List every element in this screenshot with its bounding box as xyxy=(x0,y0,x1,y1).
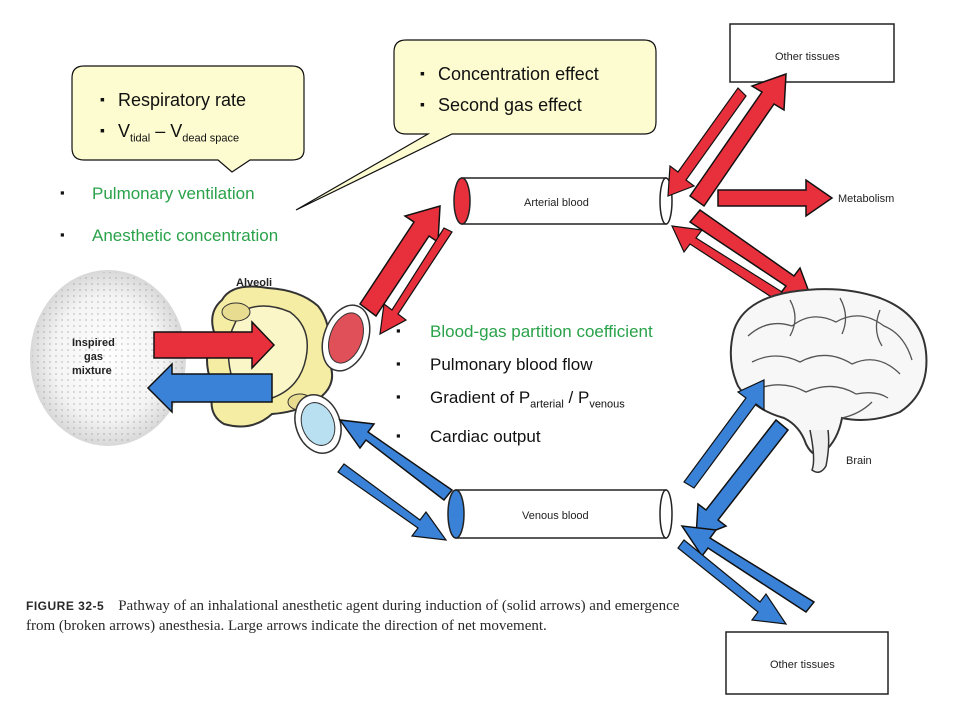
anesthetic-concentration-item: Anesthetic concentration xyxy=(60,226,278,246)
venous-blood-vessel: Venous blood xyxy=(447,489,673,539)
metabolism-label: Metabolism xyxy=(838,193,894,205)
gas-effect-callout-text: Concentration effect Second gas effect xyxy=(420,64,599,126)
brain-label: Brain xyxy=(846,455,872,467)
uptake-factor-list: Blood-gas partition coefficient Pulmonar… xyxy=(396,320,653,458)
ventilation-factor-list: Pulmonary ventilation Anesthetic concent… xyxy=(60,184,278,268)
arterial-label: Arterial blood xyxy=(524,197,589,209)
arterial-to-brain-arrow xyxy=(688,208,814,301)
arterial-to-tissues-arrow xyxy=(688,72,787,208)
inspired-label-3: mixture xyxy=(72,365,112,377)
other-tissues-top-label: Other tissues xyxy=(775,51,840,63)
arterial-to-lung-broken-arrow xyxy=(379,227,453,336)
tidal-minus-dead-space-item: Vtidal – Vdead space xyxy=(100,121,246,145)
respiratory-rate-item: Respiratory rate xyxy=(100,90,246,111)
blood-gas-coefficient-item: Blood-gas partition coefficient xyxy=(396,320,653,343)
alveoli-label: Alveoli xyxy=(236,277,272,289)
brain-to-arterial-broken-arrow xyxy=(670,225,783,301)
other-tissues-top-box: Other tissues xyxy=(729,23,895,83)
lung-to-venous-broken-arrow xyxy=(337,463,448,541)
tissues-to-venous-arrow xyxy=(680,525,816,614)
venous-label: Venous blood xyxy=(522,510,589,522)
concentration-effect-item: Concentration effect xyxy=(420,64,599,85)
venous-to-brain-broken-arrow xyxy=(683,379,765,489)
venous-to-lung-arrow xyxy=(338,419,454,502)
inspired-label-1: Inspired xyxy=(72,337,115,349)
alveoli-to-expired-arrow xyxy=(146,362,273,414)
ventilation-callout-text: Respiratory rate Vtidal – Vdead space xyxy=(100,90,246,155)
brain-illustration: Brain xyxy=(729,288,928,473)
venous-to-tissues-broken-arrow xyxy=(677,539,788,625)
caption-text: Pathway of an inhalational anesthetic ag… xyxy=(26,598,680,634)
pressure-gradient-item: Gradient of Parterial / Pvenous xyxy=(396,386,653,415)
tissues-to-arterial-broken-arrow xyxy=(667,87,747,197)
inspired-gas-sphere: Inspired gas mixture xyxy=(30,270,186,446)
venous-capillary xyxy=(294,394,342,454)
second-gas-effect-item: Second gas effect xyxy=(420,95,599,116)
arterial-capillary xyxy=(321,304,371,372)
figure-number: FIGURE 32-5 xyxy=(26,599,105,613)
pulmonary-blood-flow-item: Pulmonary blood flow xyxy=(396,353,653,376)
metabolism-arrow xyxy=(717,178,834,218)
arterial-blood-vessel: Arterial blood xyxy=(453,177,673,225)
cardiac-output-item: Cardiac output xyxy=(396,425,653,448)
inspired-label-2: gas xyxy=(84,351,103,363)
other-tissues-bottom-box: Other tissues xyxy=(725,631,889,695)
lung-to-arterial-arrow xyxy=(358,204,441,318)
other-tissues-bottom-label: Other tissues xyxy=(770,659,835,671)
brain-to-venous-arrow xyxy=(695,418,790,540)
pulmonary-ventilation-item: Pulmonary ventilation xyxy=(60,184,278,204)
inspired-to-alveoli-arrow xyxy=(153,320,276,370)
